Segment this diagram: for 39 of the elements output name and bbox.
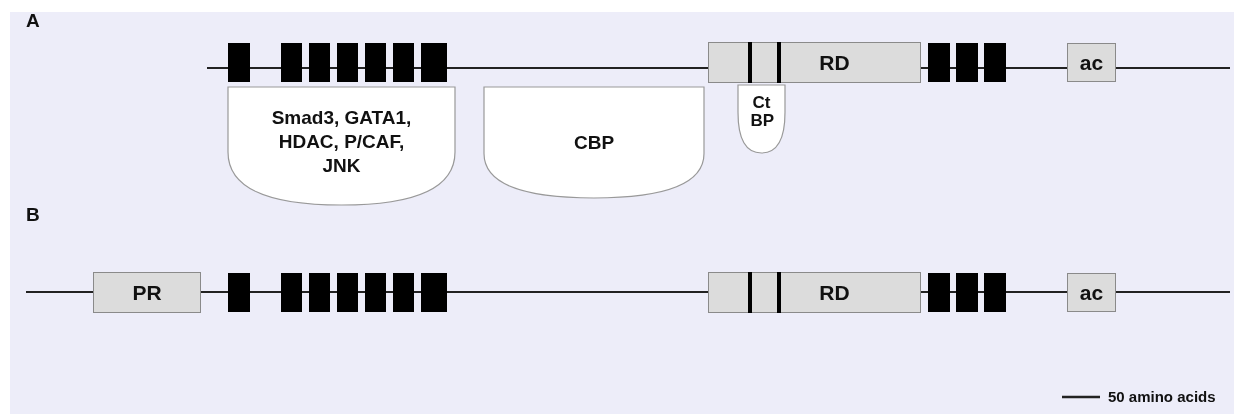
domain-block (281, 43, 302, 82)
domain-block (928, 43, 950, 82)
domain-block (928, 273, 950, 312)
protein-name: Smad3, GATA1, HDAC, P/CAF, JNK (270, 106, 413, 178)
domain-box (1067, 43, 1116, 82)
domain-block (956, 273, 978, 312)
domain-block (228, 273, 250, 312)
domain-block (228, 43, 250, 82)
domain-block (337, 43, 358, 82)
domain-label: RD (819, 280, 850, 305)
domain-block (984, 43, 1006, 82)
domain-block (309, 273, 330, 312)
domain-label: ac (1079, 280, 1104, 305)
domain-block (365, 43, 386, 82)
domain-block (421, 43, 447, 82)
binding-partner-shape (484, 87, 704, 198)
domain-label: RD (819, 50, 850, 75)
domain-block (309, 43, 330, 82)
binding-partner-shape (228, 87, 455, 205)
domain-block (421, 273, 447, 312)
scale-label: 50 amino acids (1108, 388, 1216, 405)
domain-box (1067, 273, 1116, 312)
domain-block (337, 273, 358, 312)
domain-box (93, 272, 201, 313)
domain-block (281, 273, 302, 312)
domain-block (984, 273, 1006, 312)
domain-block (393, 273, 414, 312)
domain-label: ac (1079, 50, 1104, 75)
panel-label: B (26, 204, 40, 226)
protein-name: CBP (573, 130, 615, 155)
domain-box (708, 42, 921, 83)
panel-label: A (26, 10, 40, 32)
domain-block (956, 43, 978, 82)
domain-block (365, 273, 386, 312)
domain-box (708, 272, 921, 313)
binding-partner-shape (738, 85, 785, 153)
domain-block (393, 43, 414, 82)
protein-name: Ct BP (750, 94, 773, 130)
domain-label: PR (132, 280, 162, 305)
